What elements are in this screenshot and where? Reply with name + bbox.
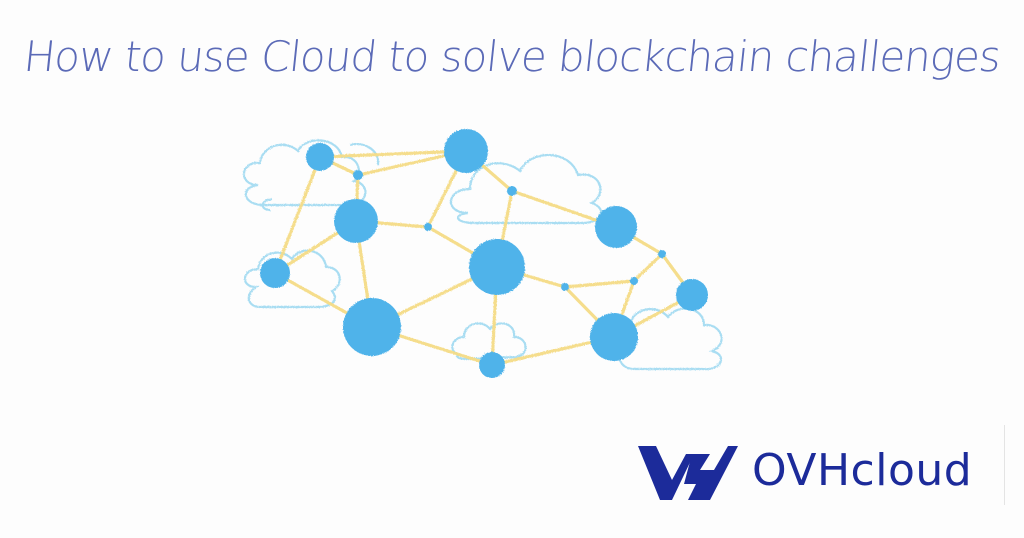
blockchain-cloud-network-icon <box>242 129 723 378</box>
link-line <box>632 252 664 283</box>
cloud-icon <box>261 197 273 212</box>
link-line <box>318 149 468 159</box>
network-node <box>334 199 378 243</box>
network-node <box>479 352 505 378</box>
link-line <box>273 155 322 275</box>
cloud-icon <box>449 153 603 225</box>
network-node <box>658 250 666 258</box>
network-node <box>507 186 517 196</box>
network-node <box>469 239 525 295</box>
network-node <box>676 279 708 311</box>
network-node <box>343 298 401 356</box>
cloud-icon <box>243 249 341 309</box>
network-node <box>444 129 488 173</box>
cloud-icon <box>451 322 527 361</box>
network-node <box>306 143 334 171</box>
network-node <box>353 170 363 180</box>
network-node <box>630 277 638 285</box>
network-node <box>260 258 290 288</box>
ovhcloud-logo-icon <box>638 446 738 500</box>
network-node <box>424 223 432 231</box>
divider <box>1004 425 1005 505</box>
network-node <box>595 206 637 248</box>
brand-name: OVHcloud <box>752 445 973 496</box>
cloud-icon <box>349 142 380 166</box>
network-node <box>561 283 569 291</box>
network-nodes <box>260 129 708 378</box>
network-node <box>590 313 638 361</box>
ovhcloud-logo: OVHcloud <box>636 440 996 506</box>
link-line <box>563 279 636 289</box>
page-title: How to use Cloud to solve blockchain cha… <box>21 32 1003 81</box>
